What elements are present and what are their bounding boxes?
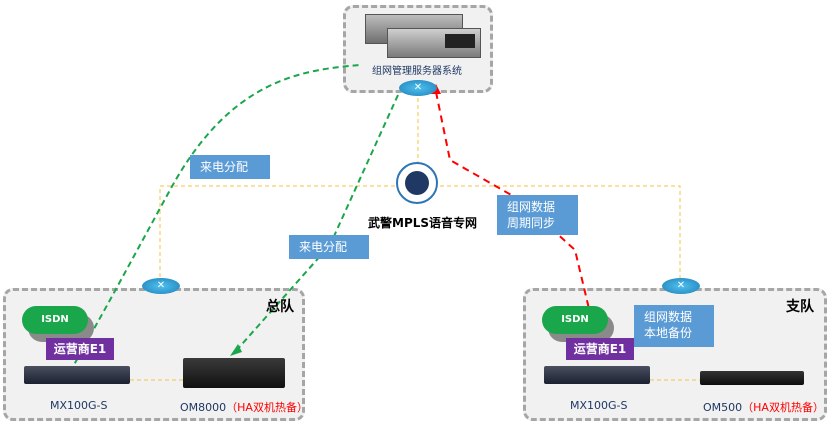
hq-server-note: （HA双机热备）: [226, 401, 308, 414]
backup-callout: 组网数据 本地备份: [634, 305, 714, 347]
sync-callout-line1: 组网数据: [507, 200, 556, 214]
om8000-device-icon: [183, 358, 285, 388]
power-dist-link-1: [69, 64, 361, 373]
branch-server-label: OM500（HA双机热备）: [703, 399, 824, 415]
hq-server-label: OM8000（HA双机热备）: [180, 399, 308, 415]
sync-callout-line2: 周期同步: [507, 216, 556, 230]
sync-callout: 组网数据 周期同步: [497, 195, 578, 235]
arrow-head-green: [230, 344, 242, 356]
power-dist-callout-1: 来电分配: [190, 155, 270, 179]
isdn-cloud-icon: ISDN: [542, 306, 608, 334]
hq-server-name: OM8000: [180, 401, 227, 414]
gateway-device-icon: [544, 366, 650, 384]
gateway-device-icon: [24, 366, 130, 384]
isdn-cloud-icon: ISDN: [22, 306, 88, 334]
carrier-e1-label: 运营商E1: [46, 338, 114, 360]
server-system-label: 组网管理服务器系统: [372, 66, 462, 77]
hq-zone-title: 总队: [266, 299, 294, 315]
hq-gateway-label: MX100G-S: [50, 399, 108, 412]
branch-server-name: OM500: [703, 401, 743, 414]
power-dist-callout-2: 来电分配: [289, 235, 369, 259]
router-icon: ✕: [662, 278, 700, 294]
branch-gateway-label: MX100G-S: [570, 399, 628, 412]
branch-zone-title: 支队: [786, 299, 814, 315]
server-rack-icon: [365, 14, 481, 58]
carrier-e1-label: 运营商E1: [566, 338, 634, 360]
globe-icon: [396, 162, 438, 204]
core-network-label: 武警MPLS语音专网: [368, 216, 478, 230]
router-icon: ✕: [142, 278, 180, 294]
router-icon: ✕: [399, 80, 437, 96]
backup-callout-line2: 本地备份: [644, 326, 693, 340]
om500-device-icon: [700, 371, 804, 385]
backup-callout-line1: 组网数据: [644, 310, 693, 324]
branch-server-note: （HA双机热备）: [742, 401, 824, 414]
